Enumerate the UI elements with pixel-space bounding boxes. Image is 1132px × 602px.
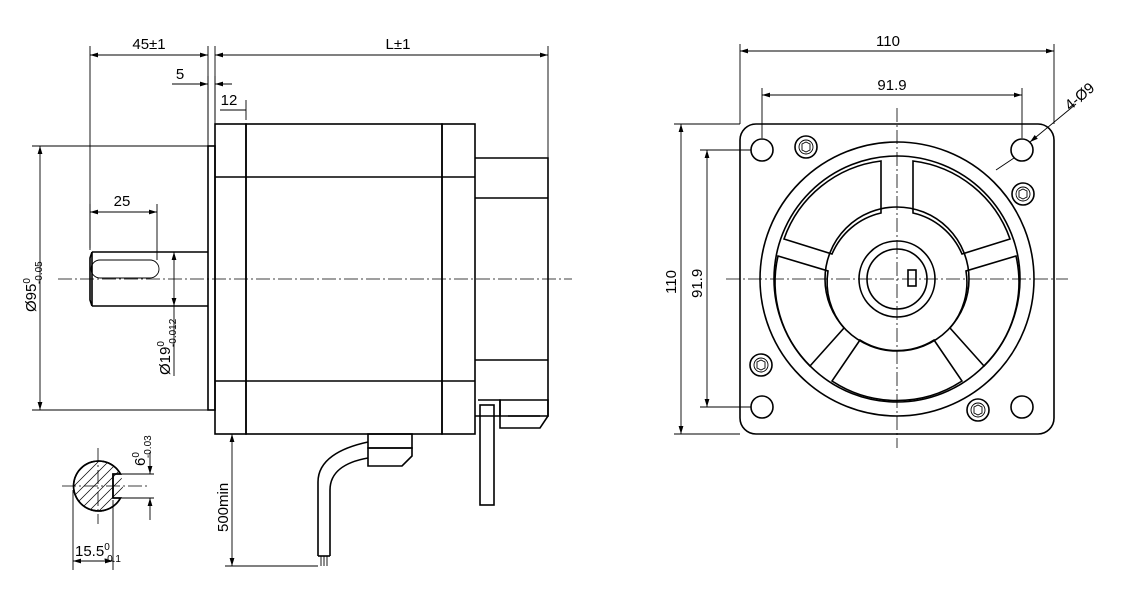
- dim-text-bolt-spacing-h: 91.9: [877, 77, 906, 94]
- dim-text-boss-step: 5: [176, 66, 184, 83]
- dim-shaft-length: 45±1: [89, 36, 209, 248]
- window-pockets: [774, 160, 1020, 402]
- dim-text-flange-height: 110: [663, 270, 680, 294]
- dim-flange-thickness: 12: [214, 92, 247, 120]
- dim-text-body-length: L±1: [386, 36, 411, 53]
- dim-text-bolt-spacing-v: 91.9: [689, 269, 706, 298]
- shaft: [89, 251, 208, 307]
- endcap-inner-circle: [773, 155, 1021, 403]
- shaft-keyway: [907, 269, 917, 287]
- bearing-circle: [858, 240, 936, 318]
- shaft-section: 60-0.03 15.50-0.1: [62, 435, 154, 570]
- pilot-boss: [207, 145, 216, 411]
- dim-bolt-spacing-h: 91.9: [761, 77, 1023, 138]
- dim-bolt-spacing-v: 91.9: [689, 149, 751, 408]
- dim-text-key-width: 60-0.03: [131, 435, 154, 466]
- dim-text-lead-length: 500min: [215, 483, 232, 532]
- dim-pilot-diameter: Ø950-0.05: [22, 145, 208, 411]
- dim-text-key-depth: 15.50-0.1: [75, 542, 121, 565]
- dim-body-length: L±1: [214, 36, 549, 158]
- dim-text-flange-thickness: 12: [221, 92, 238, 109]
- dim-key-length: 25: [89, 193, 158, 260]
- front-view: 110 91.9 110 91.9 4-Ø9: [663, 33, 1098, 448]
- dim-text-flange-width: 110: [876, 33, 900, 50]
- dim-text-shaft-diameter: Ø190-0.012: [156, 318, 179, 375]
- mount-holes: [750, 138, 1034, 419]
- endcap-outer-circle: [759, 141, 1035, 417]
- front-flange-square: [739, 123, 1055, 435]
- dim-text-mount-holes: 4-Ø9: [1062, 80, 1098, 114]
- dim-lead-length: 500min: [215, 433, 318, 567]
- dim-shaft-diameter: Ø190-0.012: [156, 252, 179, 376]
- dim-boss-step: 5: [172, 66, 232, 140]
- endcap-screws: [749, 135, 1035, 422]
- rear-end-cap: [441, 123, 476, 435]
- dim-flange-width: 110: [739, 33, 1055, 124]
- shaft-end-circle: [866, 248, 928, 310]
- encoder-connector: [478, 399, 549, 506]
- side-view: 45±1 L±1 5 12 25: [22, 36, 572, 567]
- dim-text-shaft-length: 45±1: [132, 36, 165, 53]
- encoder-housing: [475, 157, 549, 417]
- key-slot: [90, 259, 160, 279]
- dim-text-key-length: 25: [114, 193, 131, 210]
- dim-text-pilot-diameter: Ø950-0.05: [22, 261, 45, 312]
- dim-flange-height: 110: [663, 123, 740, 435]
- power-connector: [317, 433, 413, 566]
